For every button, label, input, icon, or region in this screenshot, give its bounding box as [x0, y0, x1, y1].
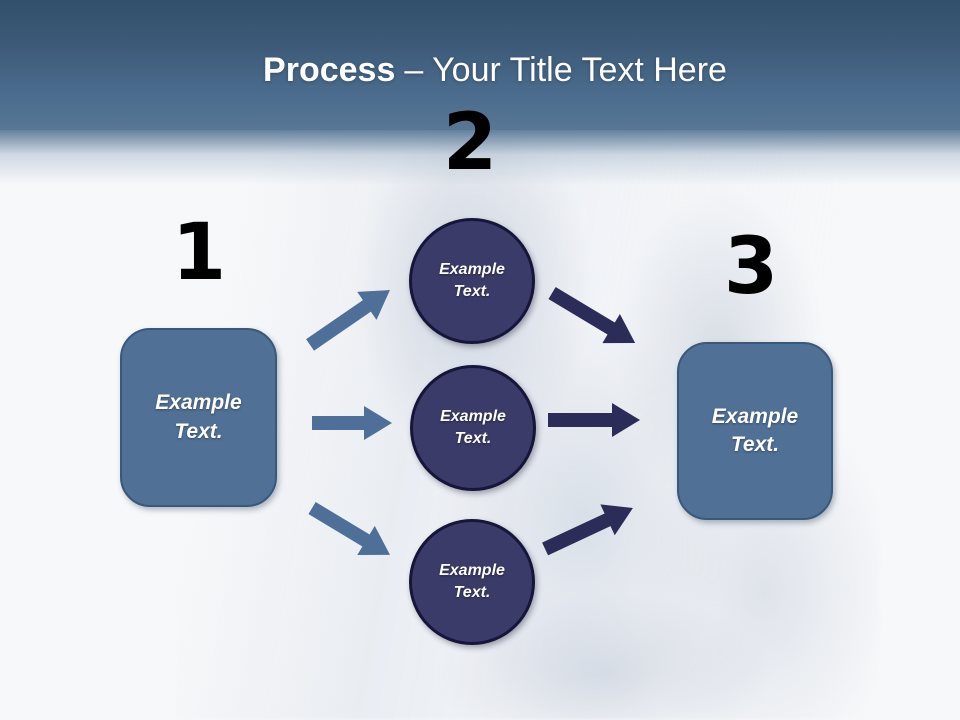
step-number-1: 1 — [171, 208, 227, 298]
process-circle-bottom: Example Text. — [409, 519, 535, 645]
header-band — [0, 0, 960, 130]
arrow-left-to-top-circle — [300, 276, 399, 359]
process-box-step-1: Example Text. — [120, 328, 277, 507]
arrow-middle-circle-to-right — [548, 403, 640, 437]
process-circle-middle: Example Text. — [410, 365, 536, 491]
title-subtitle: – Your Title Text Here — [404, 51, 727, 89]
arrow-shape — [308, 501, 391, 556]
title-keyword: Process — [263, 51, 396, 89]
header-fade — [0, 130, 960, 185]
slide-title: Process– Your Title Text Here — [30, 50, 960, 91]
arrow-left-to-middle-circle — [312, 406, 392, 440]
process-circle-label: Example Text. — [439, 561, 505, 601]
arrow-shape — [312, 406, 392, 440]
arrow-shape — [542, 504, 633, 556]
process-circle-label: Example Text. — [440, 407, 506, 447]
arrow-bottom-circle-to-right — [538, 493, 640, 565]
arrow-shape — [548, 286, 636, 344]
arrow-shape — [306, 290, 390, 351]
step-number-2: 2 — [442, 98, 498, 188]
arrow-left-to-bottom-circle — [303, 493, 399, 569]
process-circle-label: Example Text. — [439, 260, 505, 300]
process-box-step-3: Example Text. — [677, 342, 833, 520]
arrow-shape — [548, 403, 640, 437]
process-box-label: Example Text. — [155, 391, 242, 443]
step-number-3: 3 — [723, 222, 779, 312]
process-box-label: Example Text. — [711, 404, 799, 456]
process-circle-top: Example Text. — [409, 218, 535, 344]
arrow-top-circle-to-right — [543, 278, 644, 357]
